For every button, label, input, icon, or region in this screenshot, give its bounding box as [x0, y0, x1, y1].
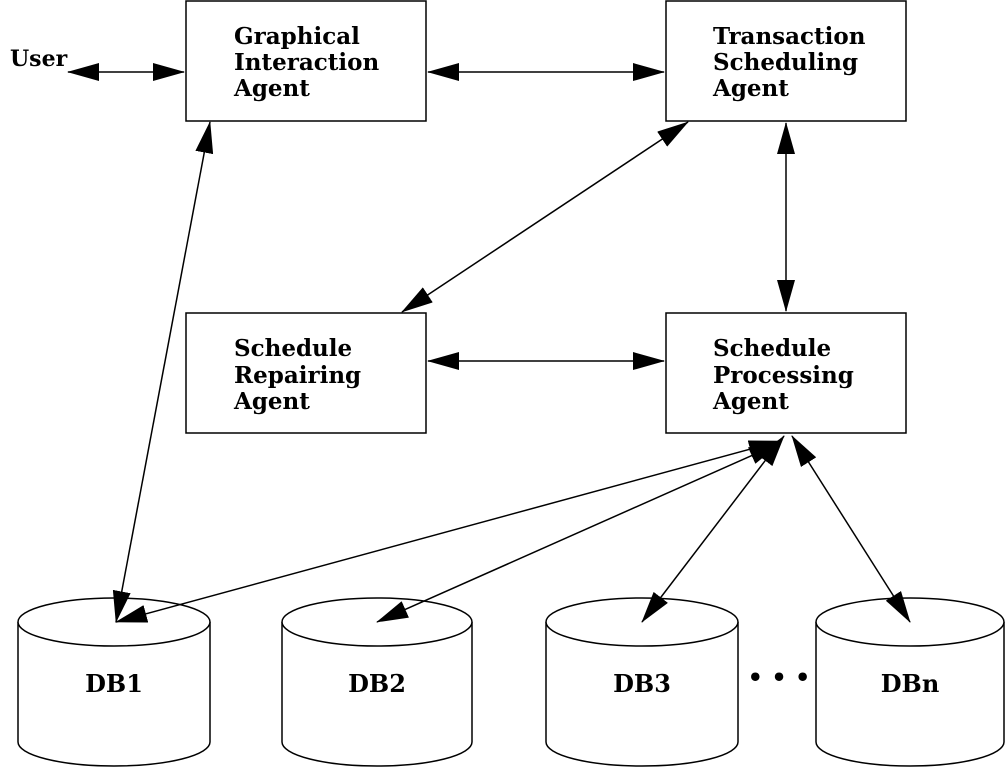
transaction-scheduling-agent-line-3: Agent — [712, 75, 789, 102]
database-db3-label: DB3 — [613, 669, 671, 698]
schedule-repairing-agent-box[interactable]: Schedule Repairing Agent — [185, 312, 427, 434]
database-db2-label: DB2 — [348, 669, 406, 698]
arrow-transaction-to-repairing-agent — [401, 121, 689, 313]
graphical-interaction-agent-line-1: Graphical — [234, 23, 360, 50]
user-label: User — [10, 46, 68, 72]
schedule-repairing-agent-line-1: Schedule — [234, 335, 352, 362]
ellipsis-more-databases: • • • — [748, 663, 811, 692]
transaction-scheduling-agent-line-2: Scheduling — [713, 49, 858, 76]
database-db2[interactable]: DB2 — [281, 597, 473, 767]
graphical-interaction-agent-line-2: Interaction — [234, 49, 379, 76]
database-db1-label: DB1 — [85, 669, 143, 698]
database-dbn-label: DBn — [881, 669, 940, 698]
transaction-scheduling-agent-line-1: Transaction — [713, 23, 866, 50]
schedule-processing-agent-line-1: Schedule — [713, 335, 831, 362]
schedule-processing-agent-line-3: Agent — [712, 388, 789, 415]
arrow-processing-agent-to-db1 — [115, 440, 781, 623]
schedule-repairing-agent-line-3: Agent — [233, 388, 310, 415]
arrow-processing-agent-to-dbn — [791, 435, 911, 623]
transaction-scheduling-agent-box[interactable]: Transaction Scheduling Agent — [665, 0, 907, 122]
graphical-interaction-agent-box[interactable]: Graphical Interaction Agent — [185, 0, 427, 122]
database-db1[interactable]: DB1 — [17, 597, 211, 767]
schedule-processing-agent-box[interactable]: Schedule Processing Agent — [665, 312, 907, 434]
graphical-interaction-agent-line-3: Agent — [233, 75, 310, 102]
arrow-processing-agent-to-db3 — [641, 435, 785, 623]
schedule-repairing-agent-line-2: Repairing — [234, 362, 361, 389]
database-db3[interactable]: DB3 — [545, 597, 739, 767]
arrow-processing-agent-to-db2 — [376, 442, 781, 623]
schedule-processing-agent-line-2: Processing — [713, 362, 854, 389]
database-dbn[interactable]: DBn — [815, 597, 1005, 767]
